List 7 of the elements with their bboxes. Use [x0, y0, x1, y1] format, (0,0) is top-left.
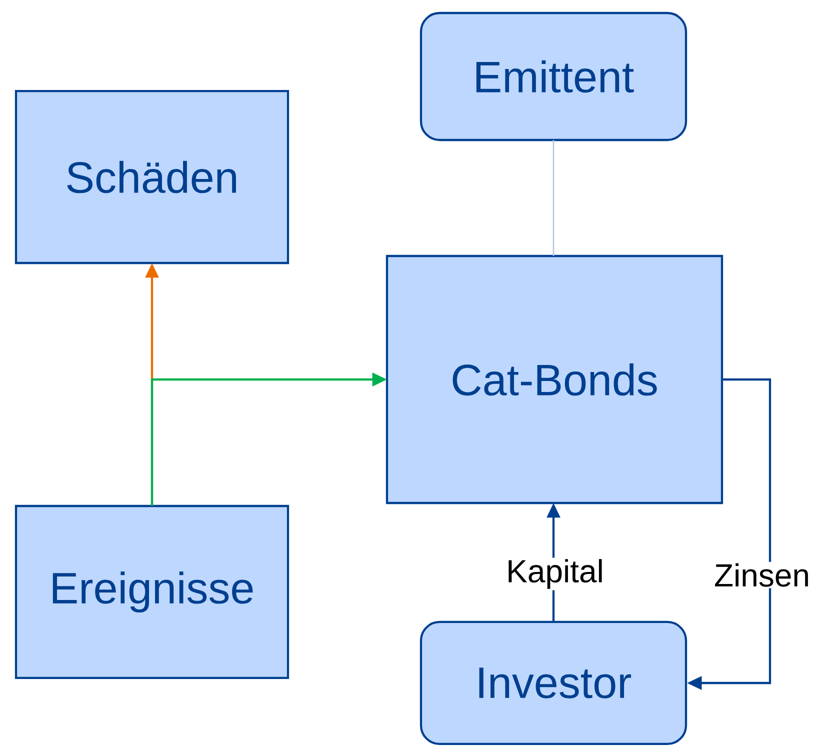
process-box: Ereignisse: [14, 504, 290, 680]
process-box: Investor: [420, 620, 688, 746]
process-box: Emittent: [420, 12, 688, 142]
process-box: Cat-Bonds: [386, 254, 724, 504]
edge-label: Zinsen: [712, 562, 812, 588]
process-box: Schäden: [14, 90, 290, 264]
edge-label: Kapital: [504, 558, 606, 590]
